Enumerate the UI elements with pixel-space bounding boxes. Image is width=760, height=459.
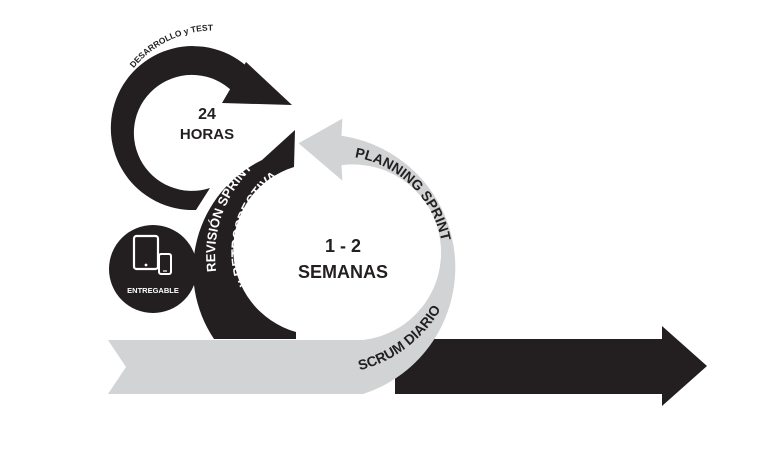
sprint-duration-number: 1 - 2: [325, 236, 361, 256]
planning-sprint-label: PLANNING SPRINT: [354, 144, 454, 242]
tablet-and-phone-icon: [132, 234, 172, 275]
daily-loop-hours-unit: HORAS: [180, 126, 234, 143]
daily-loop-arc: [110, 46, 258, 211]
daily-loop-hours-number: 24: [198, 106, 216, 123]
review-arc: [193, 130, 296, 339]
sprint-duration-unit: SEMANAS: [298, 262, 388, 282]
gray-flow-band: [108, 340, 363, 394]
deliverable-label: ENTREGABLE: [127, 286, 179, 295]
output-arrow: [395, 326, 707, 406]
sprint-loop-arrowhead-outline: [295, 113, 346, 188]
planning-sprint-textpath: PLANNING SPRINT: [354, 144, 454, 242]
sprint-loop: [296, 116, 456, 394]
daily-loop-arrowhead: [222, 62, 292, 105]
